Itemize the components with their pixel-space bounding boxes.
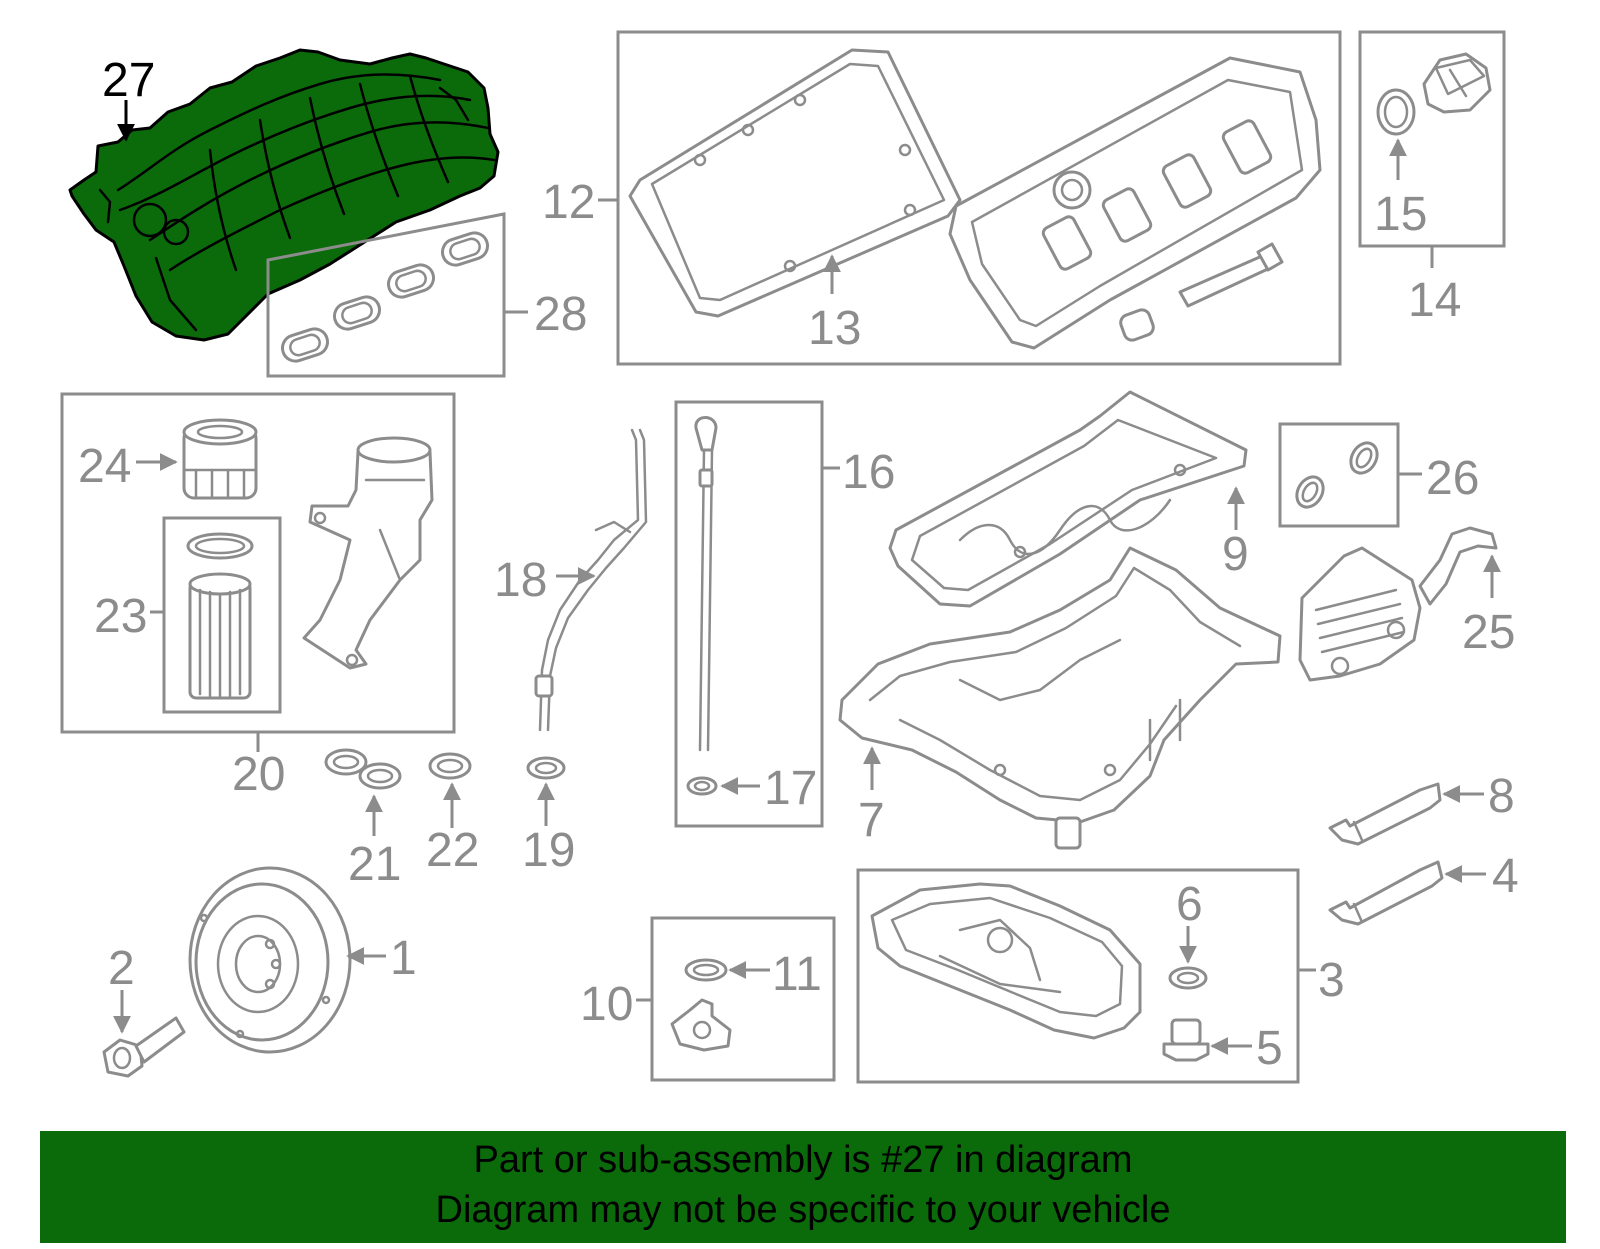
label-24: 24 bbox=[78, 440, 131, 493]
box-26-cooler-seals bbox=[1278, 422, 1400, 528]
part-28-intake-gaskets[interactable] bbox=[266, 212, 506, 378]
label-23: 23 bbox=[94, 590, 147, 643]
part-19-seal[interactable] bbox=[526, 756, 566, 780]
part-4-sealant-tube[interactable] bbox=[1328, 860, 1444, 926]
part-7-upper-oil-pan[interactable] bbox=[838, 546, 1282, 850]
part-13-valve-cover-gasket[interactable] bbox=[628, 48, 962, 318]
part-20-filter-housing[interactable] bbox=[302, 436, 434, 670]
label-4: 4 bbox=[1492, 850, 1519, 903]
label-1: 1 bbox=[390, 932, 417, 985]
banner-line-2: Diagram may not be specific to your vehi… bbox=[435, 1189, 1171, 1231]
label-22: 22 bbox=[426, 824, 479, 877]
part-11-pickup-seal[interactable] bbox=[684, 958, 728, 982]
part-10-oil-pump-pickup[interactable] bbox=[670, 998, 732, 1052]
part-24-filter-cap[interactable] bbox=[182, 418, 258, 500]
part-16-dipstick[interactable] bbox=[694, 416, 718, 752]
part-3-lower-oil-pan[interactable] bbox=[870, 882, 1142, 1040]
label-13: 13 bbox=[808, 302, 861, 355]
label-18: 18 bbox=[494, 554, 547, 607]
label-26: 26 bbox=[1426, 452, 1479, 505]
box-16-dipstick bbox=[674, 400, 824, 828]
part-1-crankshaft-pulley[interactable] bbox=[188, 866, 352, 1054]
part-22-seal[interactable] bbox=[428, 752, 472, 780]
part-17-dipstick-seal[interactable] bbox=[686, 776, 718, 796]
info-banner: Part or sub-assembly is #27 in diagram D… bbox=[40, 1131, 1566, 1243]
label-19: 19 bbox=[522, 824, 575, 877]
label-7: 7 bbox=[858, 794, 885, 847]
label-5: 5 bbox=[1256, 1022, 1283, 1075]
part-6-drain-plug-gasket[interactable] bbox=[1168, 966, 1208, 990]
label-14: 14 bbox=[1408, 274, 1461, 327]
label-20: 20 bbox=[232, 748, 285, 801]
label-11: 11 bbox=[772, 948, 822, 1001]
label-27: 27 bbox=[102, 54, 155, 107]
label-21: 21 bbox=[348, 838, 401, 891]
banner-line-1: Part or sub-assembly is #27 in diagram bbox=[473, 1139, 1133, 1181]
label-28: 28 bbox=[534, 288, 587, 341]
label-15: 15 bbox=[1374, 188, 1427, 241]
label-6: 6 bbox=[1176, 878, 1203, 931]
part-21-seals[interactable] bbox=[324, 748, 402, 790]
part-9-oil-pan-gasket[interactable] bbox=[888, 390, 1248, 608]
label-8: 8 bbox=[1488, 770, 1515, 823]
part-5-drain-plug[interactable] bbox=[1162, 1018, 1210, 1062]
part-25-oil-cooler[interactable] bbox=[1298, 526, 1498, 682]
part-18-dipstick-tube[interactable] bbox=[534, 428, 648, 732]
label-3: 3 bbox=[1318, 954, 1345, 1007]
part-15-cap-seal[interactable] bbox=[1376, 88, 1416, 136]
label-9: 9 bbox=[1222, 528, 1249, 581]
part-27-intake-manifold[interactable] bbox=[68, 48, 500, 342]
box-3-lower-oil-pan bbox=[856, 868, 1300, 1084]
part-12-valve-cover[interactable] bbox=[948, 56, 1322, 350]
label-10: 10 bbox=[580, 978, 633, 1031]
label-25: 25 bbox=[1462, 606, 1515, 659]
part-23-filter-element[interactable] bbox=[186, 532, 254, 700]
label-2: 2 bbox=[108, 942, 135, 995]
part-2-pulley-bolt[interactable] bbox=[102, 1016, 186, 1078]
box-23-filter-element bbox=[162, 516, 282, 714]
part-14-oil-filler-cap[interactable] bbox=[1422, 52, 1492, 114]
part-8-sealant-tube[interactable] bbox=[1328, 782, 1442, 846]
part-26-cooler-seals[interactable] bbox=[1292, 438, 1383, 512]
box-12-valve-cover bbox=[616, 30, 1342, 366]
label-16: 16 bbox=[842, 446, 895, 499]
label-12: 12 bbox=[542, 176, 595, 229]
label-17: 17 bbox=[764, 762, 817, 815]
